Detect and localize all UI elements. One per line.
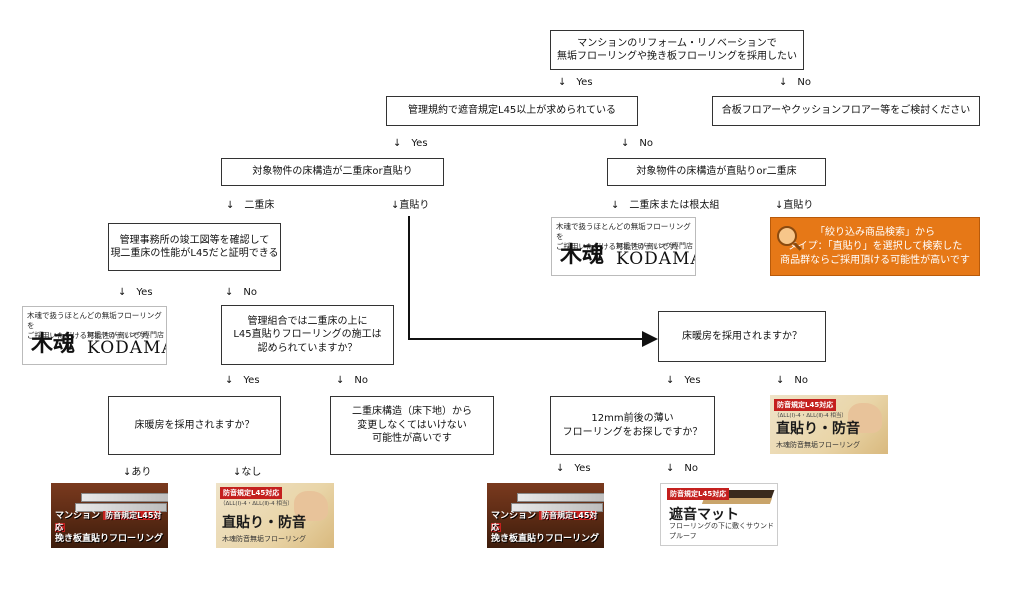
kiyaku-question: 管理規約で遮音規定L45以上が求められている <box>386 96 638 126</box>
nijuyuka-label: ↓二重床 <box>226 200 275 211</box>
jikabari-label: ↓直貼り <box>391 200 430 211</box>
root-line-1: マンションのリフォーム・リノベーションで <box>577 37 777 49</box>
kanri-jimusho-question: 管理事務所の竣工図等を確認して 現二重床の性能がL45だと証明できる <box>108 223 281 271</box>
nashi-label: ↓なし <box>233 467 262 478</box>
taisho-right: 対象物件の床構造が直貼りor二重床 <box>607 158 826 186</box>
yukadanbo-no-label: ↓No <box>776 375 808 386</box>
mansion-banner-right[interactable]: マンション 防音規定L45対応 挽き板直貼りフローリング <box>487 483 604 548</box>
jikabari-boon-banner-left[interactable]: 防音規定L45対応 （ΔLL(Ⅰ)-4・ΔLL(Ⅱ)-4 相当） 直貼り・防音 … <box>216 483 334 548</box>
nijuyuka-kozo-note: 二重床構造（床下地）から 変更しなくてはいけない 可能性が高いです <box>330 396 494 455</box>
thin-yes-label: ↓Yes <box>556 463 591 474</box>
yukadanbo-center-question: 床暖房を採用されますか？ <box>658 311 826 362</box>
kanri-no-label: ↓No <box>225 287 257 298</box>
thin-floor-question: 12mm前後の薄い フローリングをお探しですか？ <box>550 396 715 455</box>
ari-label: ↓あり <box>123 467 152 478</box>
root-line-2: 無垢フローリングや挽き板フローリングを採用したい <box>557 51 797 62</box>
foot-image <box>848 403 882 433</box>
kumiai-yes-label: ↓Yes <box>225 375 260 386</box>
kodama-banner-right[interactable]: 木魂で扱うほとんどの無垢フローリングをご採用いただける可能性が高いです。 木魂 … <box>551 217 696 276</box>
jikabari-right-label: ↓直貼り <box>775 200 814 211</box>
taisho-left: 対象物件の床構造が二重床or直貼り <box>221 158 444 186</box>
search-box-banner[interactable]: 「絞り込み商品検索」から タイプ：「直貼り」を選択して検索した 商品群ならご採用… <box>770 217 980 276</box>
kanri-yes-label: ↓Yes <box>118 287 153 298</box>
thin-no-label: ↓No <box>666 463 698 474</box>
yukadanbo-left-question: 床暖房を採用されますか？ <box>108 396 281 455</box>
kodama-logo: 木魂 <box>560 242 605 268</box>
nijuyuka-netaigumi-label: ↓二重床または根太組 <box>611 200 720 211</box>
kiyaku-no-label: ↓No <box>621 138 653 149</box>
magnifier-icon <box>777 226 797 246</box>
root-question: マンションのリフォーム・リノベーションで 無垢フローリングや挽き板フローリングを… <box>550 30 804 70</box>
yukadanbo-yes-label: ↓Yes <box>666 375 701 386</box>
kiyaku-yes-label: ↓Yes <box>393 138 428 149</box>
jikabari-boon-banner-right[interactable]: 防音規定L45対応 （ΔLL(Ⅰ)-4・ΔLL(Ⅱ)-4 相当） 直貼り・防音 … <box>770 395 888 454</box>
shaon-mat-banner[interactable]: 防音規定L45対応 遮音マット フローリングの下に敷くサウンドプルーフ <box>660 483 778 546</box>
kumiai-no-label: ↓No <box>336 375 368 386</box>
root-yes-label: ↓Yes <box>558 77 593 88</box>
kodama-banner-left[interactable]: 木魂で扱うほとんどの無垢フローリングをご採用いただける可能性が高いです。 木魂 … <box>22 306 167 365</box>
mansion-banner-left[interactable]: マンション 防音規定L45対応 挽き板直貼りフローリング <box>51 483 168 548</box>
root-no-label: ↓No <box>779 77 811 88</box>
kanri-kumiai-question: 管理組合では二重床の上に L45直貼りフローリングの施工は 認められていますか？ <box>221 305 394 365</box>
gohan-advice: 合板フロアーやクッションフロアー等をご検討ください <box>712 96 980 126</box>
